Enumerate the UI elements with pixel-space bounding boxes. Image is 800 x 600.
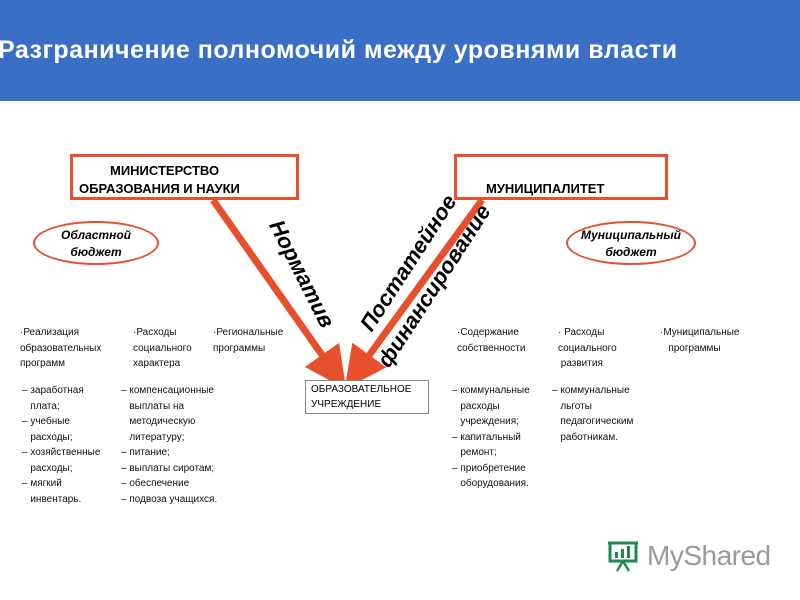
regional-budget-line2: бюджет bbox=[70, 245, 122, 259]
financing-arrow bbox=[344, 197, 485, 389]
municipal-budget-ellipse: Муниципальный бюджет bbox=[566, 221, 696, 265]
regional-budget-line1: Областной bbox=[61, 228, 131, 242]
municipal-budget-line2: бюджет bbox=[605, 245, 657, 259]
educational-institution-box: ОБРАЗОВАТЕЛЬНОЕ УЧРЕЖДЕНИЕ bbox=[305, 380, 429, 414]
details-education-list: – заработная плата; – учебные расходы; –… bbox=[22, 385, 101, 505]
logo-text: MyShared bbox=[647, 540, 771, 571]
details-municipal-social-list: – коммунальные льготы педагогическим раб… bbox=[552, 385, 634, 443]
details-property-list: – коммунальные расходы учреждения; – кап… bbox=[452, 385, 530, 489]
regional-budget-ellipse: Областной бюджет bbox=[33, 221, 159, 265]
category-social-expenses: ·Расходы социального характера bbox=[133, 327, 192, 369]
normativ-arrow bbox=[210, 197, 347, 390]
municipal-budget-line1: Муниципальный bbox=[580, 228, 682, 242]
ministry-label-line2: ОБРАЗОВАНИЯ И НАУКИ bbox=[79, 181, 240, 196]
page-title: Разграничение полномочий между уровнями … bbox=[0, 36, 678, 64]
title-banner: Разграничение полномочий между уровнями … bbox=[0, 0, 800, 101]
ministry-label-line1: МИНИСТЕРСТВО bbox=[110, 163, 220, 178]
category-education-programs: ·Реализация образовательных программ bbox=[20, 327, 102, 369]
category-municipal-programs: ·Муниципальные программы bbox=[660, 327, 740, 354]
category-social-development: · Расходы социального развития bbox=[558, 327, 617, 369]
presentation-icon bbox=[608, 541, 638, 572]
municipality-label: МУНИЦИПАЛИТЕТ bbox=[486, 181, 605, 196]
category-regional-programs: ·Региональные программы bbox=[213, 327, 284, 354]
ministry-box: МИНИСТЕРСТВО ОБРАЗОВАНИЯ И НАУКИ bbox=[70, 154, 299, 200]
details-social-list: – компенсационные выплаты на методическу… bbox=[121, 385, 218, 505]
category-property-maintenance: ·Содержание собственности bbox=[457, 327, 526, 354]
municipality-box: МУНИЦИПАЛИТЕТ bbox=[454, 154, 668, 200]
myshared-logo: MyShared bbox=[605, 538, 775, 574]
